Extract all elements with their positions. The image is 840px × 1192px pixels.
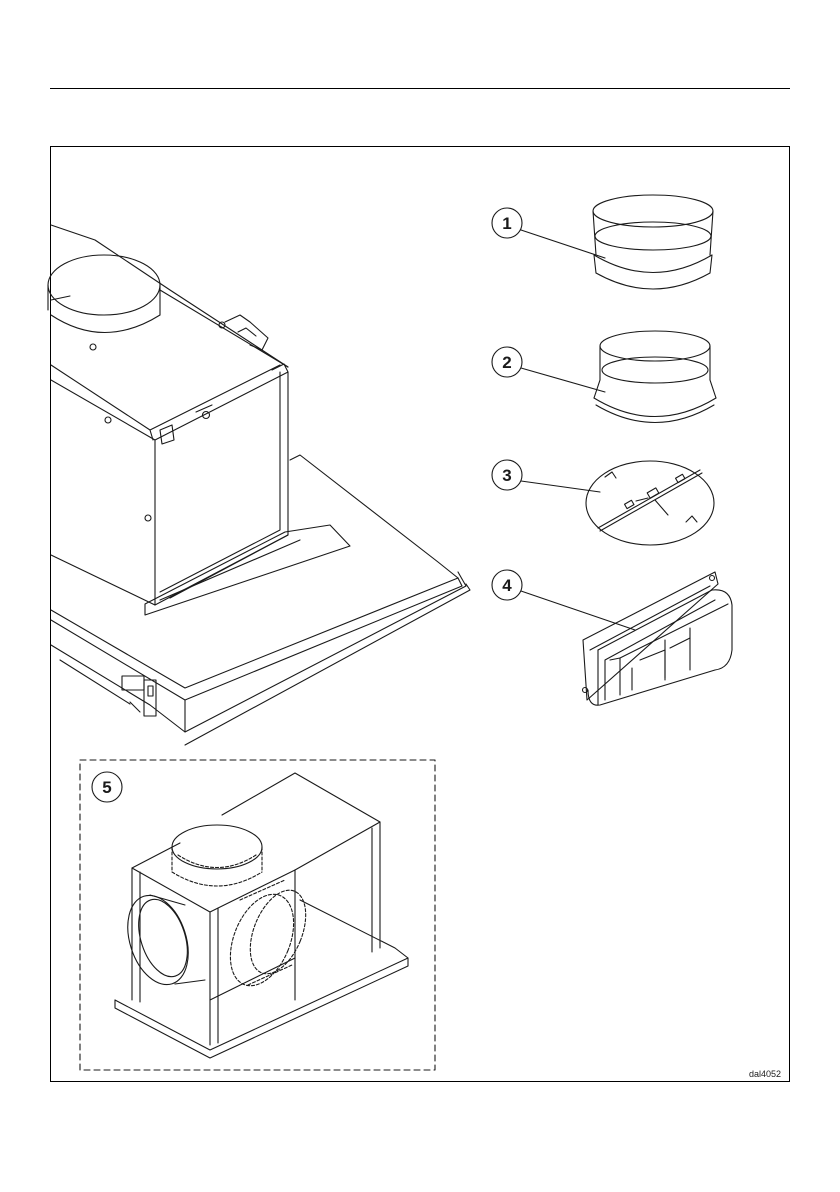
part-5-plenum: 5 — [80, 760, 435, 1070]
callout-3-label: 3 — [502, 466, 511, 485]
callout-2-label: 2 — [502, 353, 511, 372]
part-1-collar: 1 — [492, 195, 713, 289]
part-2-reducer: 2 — [492, 331, 716, 423]
part-4-adaptor: 4 — [492, 570, 732, 705]
part-3-flap: 3 — [492, 460, 714, 545]
callout-1-label: 1 — [502, 214, 511, 233]
hood-illustration — [48, 225, 470, 745]
callout-4-label: 4 — [502, 576, 512, 595]
drawing-code: dal4052 — [749, 1069, 781, 1079]
callout-5-label: 5 — [102, 778, 111, 797]
